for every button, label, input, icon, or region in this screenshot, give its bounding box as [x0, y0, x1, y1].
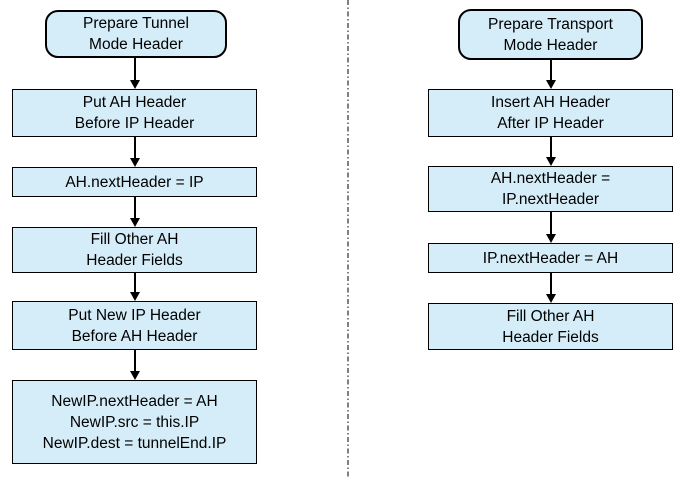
down-arrow-connector: [129, 273, 141, 301]
arrow-head-icon: [130, 158, 140, 167]
down-arrow-connector: [129, 350, 141, 380]
arrow-shaft: [550, 137, 552, 157]
down-arrow-connector: [129, 137, 141, 167]
node-insert-ah-header-after-ip-header: Insert AH Header After IP Header: [428, 89, 673, 137]
node-prepare-tunnel-mode-header: Prepare Tunnel Mode Header: [45, 10, 227, 58]
arrow-shaft: [134, 350, 136, 371]
arrow-shaft: [550, 273, 552, 294]
node-prepare-transport-mode-header: Prepare Transport Mode Header: [458, 9, 643, 60]
arrow-head-icon: [130, 80, 140, 89]
node-ah-nextheader-equals-ip-nextheader: AH.nextHeader = IP.nextHeader: [428, 166, 673, 212]
down-arrow-connector: [545, 60, 557, 89]
node-ah-nextheader-equals-ip: AH.nextHeader = IP: [12, 167, 257, 197]
down-arrow-connector: [129, 197, 141, 227]
arrow-head-icon: [546, 157, 556, 166]
node-ip-nextheader-equals-ah: IP.nextHeader = AH: [428, 243, 673, 273]
down-arrow-connector: [545, 273, 557, 303]
arrow-head-icon: [130, 292, 140, 301]
node-newip-field-assignments: NewIP.nextHeader = AH NewIP.src = this.I…: [12, 380, 257, 464]
arrow-shaft: [550, 212, 552, 234]
arrow-head-icon: [130, 371, 140, 380]
node-put-ah-header-before-ip-header: Put AH Header Before IP Header: [12, 89, 257, 137]
node-fill-other-ah-header-fields-transport: Fill Other AH Header Fields: [428, 303, 673, 350]
down-arrow-connector: [545, 137, 557, 166]
arrow-shaft: [134, 197, 136, 218]
arrow-head-icon: [546, 80, 556, 89]
arrow-head-icon: [130, 218, 140, 227]
arrow-shaft: [550, 60, 552, 80]
arrow-shaft: [134, 58, 136, 80]
down-arrow-connector: [545, 212, 557, 243]
arrow-head-icon: [546, 294, 556, 303]
column-divider: [347, 0, 349, 479]
down-arrow-connector: [129, 58, 141, 89]
node-put-new-ip-header-before-ah-header: Put New IP Header Before AH Header: [12, 301, 257, 350]
arrow-shaft: [134, 137, 136, 158]
node-fill-other-ah-header-fields-tunnel: Fill Other AH Header Fields: [12, 227, 257, 273]
arrow-shaft: [134, 273, 136, 292]
arrow-head-icon: [546, 234, 556, 243]
